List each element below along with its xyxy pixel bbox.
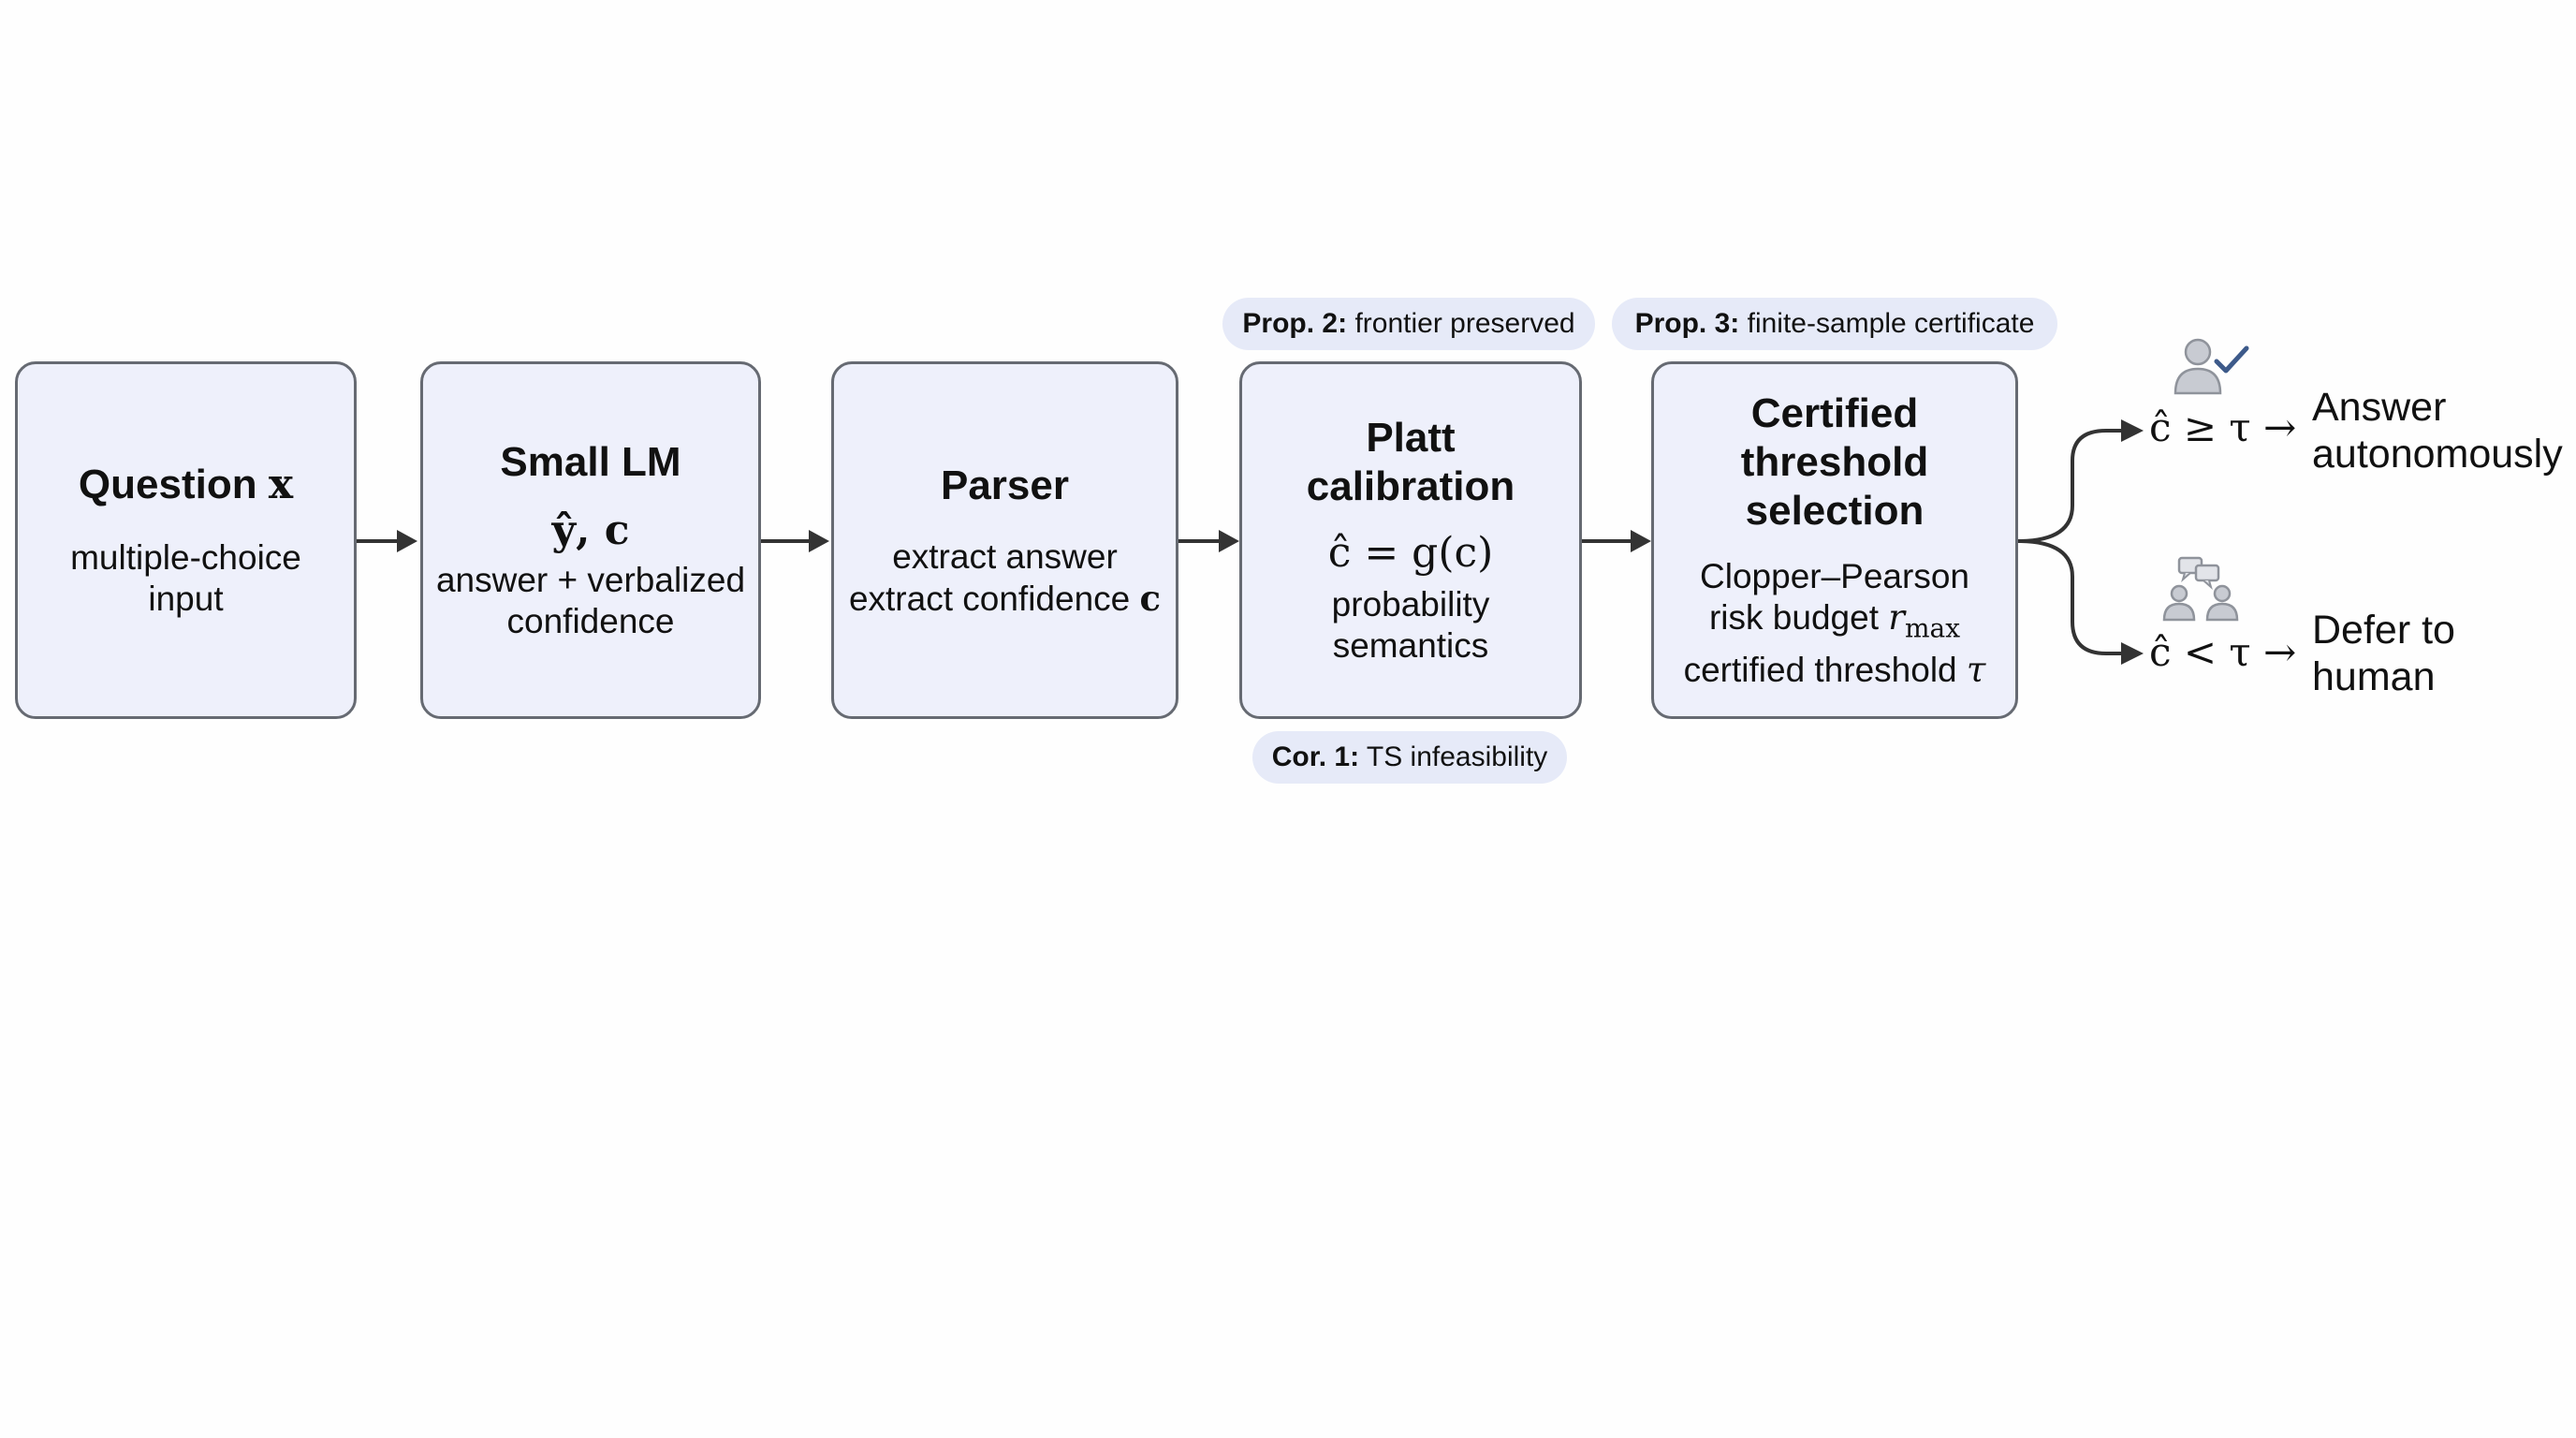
pill-prop3-bold: Prop. 3:	[1634, 308, 1740, 339]
accept-condition: ĉ ≥ τ →	[2149, 404, 2297, 450]
risk-var-sub: max	[1904, 612, 1960, 644]
box-platt-title-line2: calibration	[1306, 463, 1515, 509]
box-small-lm-line2: confidence	[506, 602, 675, 640]
box-platt-title-line1: Platt	[1366, 415, 1456, 461]
certified-threshold-text: certified threshold	[1683, 650, 1957, 689]
person-check-icon	[2174, 338, 2249, 395]
pill-prop2-bold: Prop. 2:	[1242, 308, 1348, 339]
pill-prop3-text: finite-sample certificate	[1747, 308, 2035, 339]
box-small-lm-math: ŷ, c	[551, 506, 630, 554]
box-certified-title-line3: selection	[1745, 488, 1925, 535]
pill-prop2-text: frontier preserved	[1354, 308, 1575, 339]
question-var: x	[268, 461, 294, 508]
defer-label: Defer to human	[2312, 607, 2455, 700]
box-parser-line2: extract confidence c	[849, 578, 1161, 620]
box-question-title: Question x	[79, 461, 293, 509]
box-platt-math: ĉ = g(c)	[1327, 529, 1494, 577]
accept-label-line2: autonomously	[2312, 432, 2563, 477]
box-parser-title: Parser	[940, 462, 1069, 508]
pill-cor1: Cor. 1: TS infeasibility	[1252, 731, 1567, 784]
people-chat-icon	[2162, 556, 2239, 622]
box-question-line2: input	[148, 580, 224, 618]
question-label: Question	[78, 462, 257, 507]
box-small-lm-title: Small LM	[500, 439, 681, 485]
defer-label-line1: Defer to	[2312, 608, 2455, 653]
parser-line2-text: extract confidence	[848, 579, 1131, 618]
pill-cor1-bold: Cor. 1:	[1271, 741, 1360, 772]
accept-label: Answer autonomously	[2312, 384, 2563, 477]
arrow-branch-defer	[2121, 642, 2144, 665]
box-certified-threshold: Certified threshold selection Clopper–Pe…	[1651, 361, 2018, 719]
defer-condition: ĉ < τ →	[2149, 629, 2297, 675]
box-parser: Parser extract answer extract confidence…	[831, 361, 1178, 719]
pill-prop3: Prop. 3: finite-sample certificate	[1612, 298, 2057, 350]
box-certified-line1: Clopper–Pearson	[1700, 557, 1969, 596]
arrow-branch-accept	[2121, 419, 2144, 442]
box-small-lm: Small LM ŷ, c answer + verbalized confid…	[420, 361, 761, 719]
box-certified-title-line2: threshold	[1740, 439, 1929, 486]
box-certified-title-line1: Certified	[1750, 390, 1919, 437]
parser-line2-var: c	[1139, 577, 1162, 619]
branch-connector	[2017, 429, 2125, 655]
box-certified-line3: certified threshold τ	[1684, 650, 1986, 691]
box-question-line1: multiple-choice	[70, 538, 301, 577]
box-small-lm-line1: answer + verbalized	[435, 561, 746, 599]
accept-label-line1: Answer	[2312, 385, 2447, 430]
box-certified-line2: risk budget rmax	[1709, 597, 1960, 649]
pill-cor1-text: TS infeasibility	[1366, 741, 1548, 772]
risk-budget-text: risk budget	[1708, 598, 1879, 638]
box-platt-line1: probability	[1331, 585, 1490, 624]
threshold-var: τ	[1966, 649, 1986, 690]
pill-prop2: Prop. 2: frontier preserved	[1222, 298, 1595, 350]
defer-label-line2: human	[2312, 654, 2436, 699]
box-platt-line2: semantics	[1332, 626, 1489, 665]
box-platt-calibration: Platt calibration ĉ = g(c) probability s…	[1239, 361, 1582, 719]
box-question: Question x multiple-choice input	[15, 361, 357, 719]
box-parser-line1: extract answer	[892, 536, 1118, 576]
risk-var: r	[1888, 597, 1905, 638]
